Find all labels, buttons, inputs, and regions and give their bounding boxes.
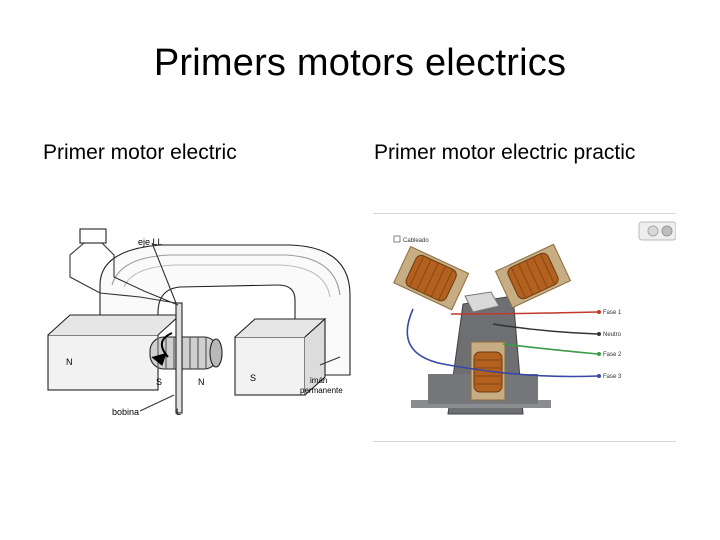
label-north-pole: N — [66, 357, 73, 367]
label-south-pole: S — [250, 373, 256, 383]
label-coil-axis: L — [176, 407, 181, 417]
label-coil-south: S — [156, 377, 162, 387]
label-coil: bobina — [112, 407, 139, 417]
label-coil-north: N — [198, 377, 205, 387]
wire-label-phase-3: Fase 3 — [603, 374, 622, 380]
left-heading: Primer motor electric — [43, 141, 237, 165]
label-axis: eje LL — [138, 237, 163, 247]
cableado-checkbox[interactable] — [394, 236, 400, 242]
label-magnet-1: imán — [310, 376, 327, 385]
wire-label-neutral: Neutro — [603, 332, 622, 338]
right-heading: Primer motor electric practic — [374, 141, 635, 165]
label-magnet-2: permanente — [300, 386, 343, 395]
wire-label-phase-2: Fase 2 — [603, 352, 622, 358]
practical-motor-figure: Cableado — [373, 213, 676, 442]
cableado-label: Cableado — [403, 238, 429, 244]
wire-label-phase-1: Fase 1 — [603, 310, 622, 316]
toggle-knob-icon[interactable] — [648, 226, 658, 236]
first-motor-diagram: eje LL N S S N bobina L imán permanente — [40, 215, 360, 425]
slide-title: Primers motors electrics — [0, 42, 720, 85]
